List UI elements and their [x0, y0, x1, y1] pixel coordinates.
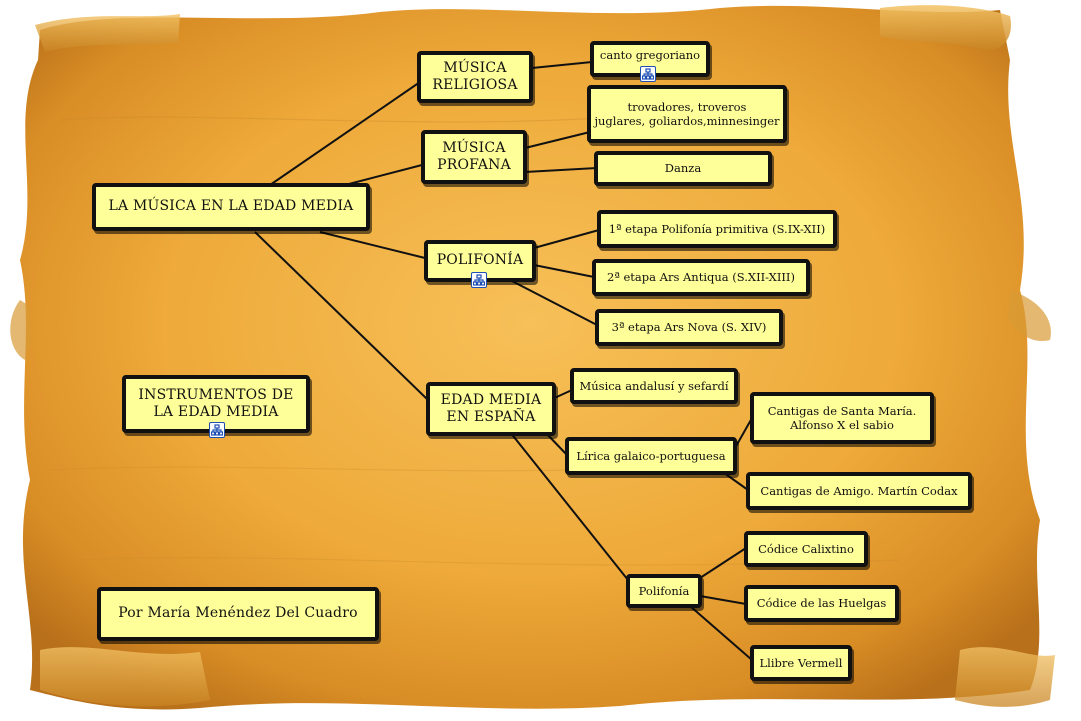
node-polifonia-label: POLIFONÍA [436, 252, 524, 269]
node-andalusi[interactable]: Música andalusí y sefardí [570, 368, 738, 404]
node-polifonia[interactable]: POLIFONÍA [424, 240, 536, 282]
node-llibre-vermell[interactable]: Llibre Vermell [750, 645, 852, 681]
node-etapa-2-label: 2ª etapa Ars Antiqua (S.XII-XIII) [607, 270, 795, 285]
node-danza[interactable]: Danza [594, 151, 772, 186]
node-etapa-1-label: 1ª etapa Polifonía primitiva (S.IX-XII) [608, 221, 826, 236]
sitemap-icon[interactable] [471, 272, 487, 288]
link-root-profana [344, 164, 423, 186]
link-polifonia-etapa1 [533, 229, 600, 249]
node-cantigas-maria[interactable]: Cantigas de Santa María. Alfonso X el sa… [750, 392, 934, 444]
link-profana-danza [524, 167, 598, 173]
node-musica-religiosa-label: MÚSICA RELIGIOSA [432, 59, 518, 94]
sitemap-icon[interactable] [640, 66, 656, 82]
node-edad-media-espana-label: EDAD MEDIA EN ESPAÑA [440, 391, 542, 426]
node-canto-gregoriano[interactable]: canto gregoriano [590, 41, 710, 77]
node-musica-religiosa[interactable]: MÚSICA RELIGIOSA [417, 51, 533, 103]
link-profana-trovadores [524, 131, 591, 149]
sitemap-icon[interactable] [209, 422, 225, 438]
link-root-polifonia [319, 231, 426, 259]
node-lirica-label: Lírica galaico-portuguesa [576, 448, 726, 463]
node-codice-calixtino-label: Códice Calixtino [758, 541, 854, 556]
link-religiosa-gregoriano [531, 61, 593, 69]
node-canto-gregoriano-label: canto gregoriano [599, 48, 701, 62]
link-polifonia-etapa2 [533, 264, 595, 278]
link-polifonia-calixtino [699, 547, 747, 579]
node-instrumentos-label: INSTRUMENTOS DE LA EDAD MEDIA [138, 386, 294, 421]
node-etapa-1[interactable]: 1ª etapa Polifonía primitiva (S.IX-XII) [597, 210, 837, 248]
node-llibre-vermell-label: Llibre Vermell [759, 655, 843, 670]
node-trovadores[interactable]: trovadores, troveros juglares, goliardos… [587, 85, 787, 143]
node-lirica[interactable]: Lírica galaico-portuguesa [565, 437, 737, 475]
node-cantigas-amigo[interactable]: Cantigas de Amigo. Martín Codax [746, 472, 972, 510]
node-etapa-3[interactable]: 3ª etapa Ars Nova (S. XIV) [595, 309, 783, 346]
node-edad-media-espana[interactable]: EDAD MEDIA EN ESPAÑA [426, 382, 556, 436]
node-root-label: LA MÚSICA EN LA EDAD MEDIA [108, 198, 354, 215]
node-polifonia-espana[interactable]: Polifonía [626, 574, 702, 608]
node-etapa-2[interactable]: 2ª etapa Ars Antiqua (S.XII-XIII) [592, 259, 810, 296]
link-root-religiosa [269, 81, 421, 186]
link-polifonia-etapa3 [509, 279, 598, 326]
node-musica-profana-label: MÚSICA PROFANA [437, 139, 511, 174]
link-root-espana [254, 231, 429, 401]
node-danza-label: Danza [664, 161, 702, 176]
node-polifonia-espana-label: Polifonía [638, 583, 690, 598]
node-codice-huelgas[interactable]: Códice de las Huelgas [744, 585, 899, 622]
link-espana-polifonia [509, 431, 629, 581]
node-codice-calixtino[interactable]: Códice Calixtino [744, 531, 868, 567]
node-trovadores-label: trovadores, troveros juglares, goliardos… [594, 99, 780, 128]
node-autor: Por María Menéndez Del Cuadro [97, 587, 379, 641]
link-polifonia-huelgas [699, 595, 747, 605]
node-musica-profana[interactable]: MÚSICA PROFANA [421, 130, 527, 184]
node-cantigas-amigo-label: Cantigas de Amigo. Martín Codax [760, 483, 958, 498]
node-andalusi-label: Música andalusí y sefardí [579, 378, 729, 393]
node-autor-label: Por María Menéndez Del Cuadro [118, 605, 358, 622]
node-cantigas-maria-label: Cantigas de Santa María. Alfonso X el sa… [767, 403, 917, 432]
link-lirica-cantigas-maria [734, 417, 753, 449]
link-polifonia-vermell [689, 605, 753, 661]
node-etapa-3-label: 3ª etapa Ars Nova (S. XIV) [611, 320, 767, 335]
node-root[interactable]: LA MÚSICA EN LA EDAD MEDIA [92, 183, 370, 231]
node-codice-huelgas-label: Códice de las Huelgas [756, 596, 887, 611]
